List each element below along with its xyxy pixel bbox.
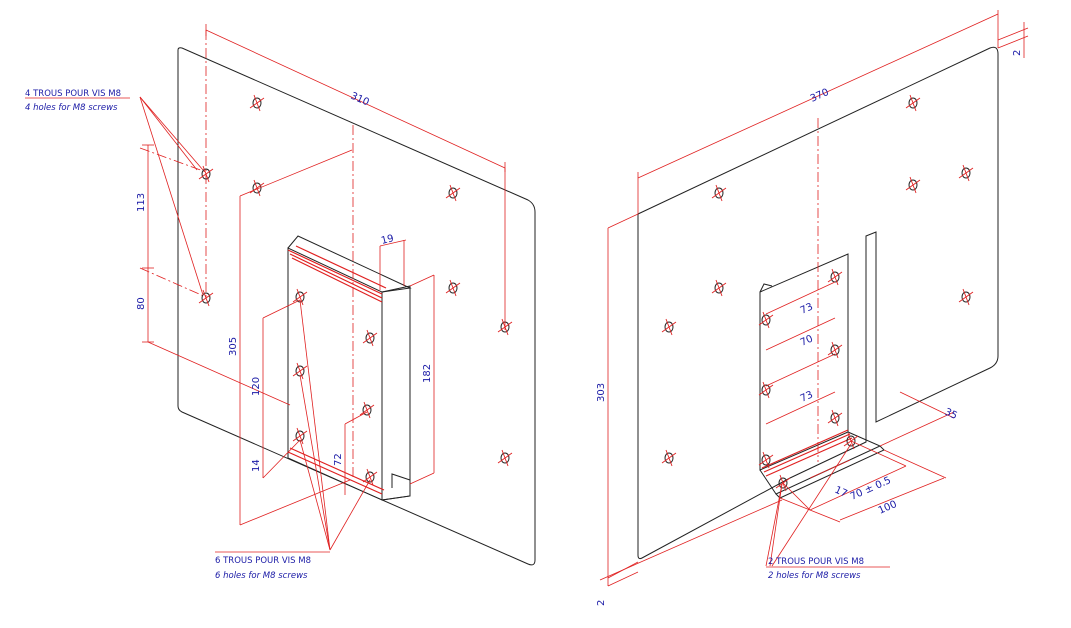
left-back-plate — [177, 47, 536, 566]
left-note-bottom-fr: 6 TROUS POUR VIS M8 — [215, 556, 311, 566]
dim-80: 80 — [136, 297, 147, 310]
hole-marker-icon — [198, 289, 214, 307]
left-view: 4 TROUS POUR VIS M8 4 holes for M8 screw… — [25, 24, 536, 581]
dim-73-upper: 73 — [799, 302, 815, 317]
hole-marker-icon — [362, 329, 378, 347]
dim-70-tolerance: 70 ± 0.5 — [849, 475, 893, 503]
right-note-fr: 2 TROUS POUR VIS M8 — [768, 557, 864, 567]
right-view: 2 TROUS POUR VIS M8 2 holes for M8 screw… — [596, 10, 1029, 606]
hole-marker-icon — [958, 164, 974, 182]
left-centerlines — [139, 30, 354, 480]
dim-303: 303 — [596, 383, 607, 402]
hole-marker-icon — [249, 179, 265, 197]
dim-35: 35 — [943, 407, 959, 422]
right-back-plate — [637, 46, 999, 560]
hole-marker-icon — [827, 341, 843, 359]
hole-marker-icon — [758, 381, 774, 399]
hole-marker-icon — [758, 311, 774, 329]
right-bracket — [759, 253, 885, 499]
dim-2-bottom: 2 — [596, 600, 607, 606]
hole-marker-icon — [905, 176, 921, 194]
hole-marker-icon — [445, 184, 461, 202]
hole-marker-icon — [359, 401, 375, 419]
hole-marker-icon — [497, 449, 513, 467]
left-dimension-lines — [25, 24, 506, 553]
hole-marker-icon — [661, 449, 677, 467]
dim-17: 17 — [833, 485, 849, 500]
dim-310: 310 — [349, 91, 371, 109]
right-weld-edges — [761, 429, 853, 477]
hole-marker-icon — [711, 279, 727, 297]
hole-marker-icon — [661, 318, 677, 336]
left-note-top-fr: 4 TROUS POUR VIS M8 — [25, 89, 121, 99]
left-note-top-en: 4 holes for M8 screws — [25, 103, 118, 113]
dim-2-top: 2 — [1012, 50, 1023, 56]
hole-marker-icon — [958, 288, 974, 306]
dim-120: 120 — [251, 377, 262, 396]
hole-marker-icon — [249, 94, 265, 112]
dim-72: 72 — [333, 453, 344, 466]
hole-marker-icon — [292, 427, 308, 445]
dim-370: 370 — [809, 87, 831, 105]
dim-182: 182 — [422, 364, 433, 383]
dim-70: 70 — [799, 334, 815, 349]
hole-marker-icon — [827, 409, 843, 427]
dim-19: 19 — [380, 233, 395, 247]
dim-14: 14 — [251, 459, 262, 472]
hole-marker-icon — [711, 184, 727, 202]
hole-marker-icon — [445, 279, 461, 297]
hole-marker-icon — [905, 94, 921, 112]
dim-100: 100 — [877, 499, 899, 517]
left-note-bottom-en: 6 holes for M8 screws — [215, 571, 308, 581]
right-note-en: 2 holes for M8 screws — [768, 571, 861, 581]
dim-73-lower: 73 — [799, 390, 815, 405]
left-bracket — [287, 235, 412, 501]
dim-305: 305 — [228, 337, 239, 356]
hole-marker-icon — [362, 468, 378, 486]
right-dimension-lines — [599, 10, 1029, 587]
dim-113: 113 — [136, 193, 147, 212]
hole-marker-icon — [827, 268, 843, 286]
